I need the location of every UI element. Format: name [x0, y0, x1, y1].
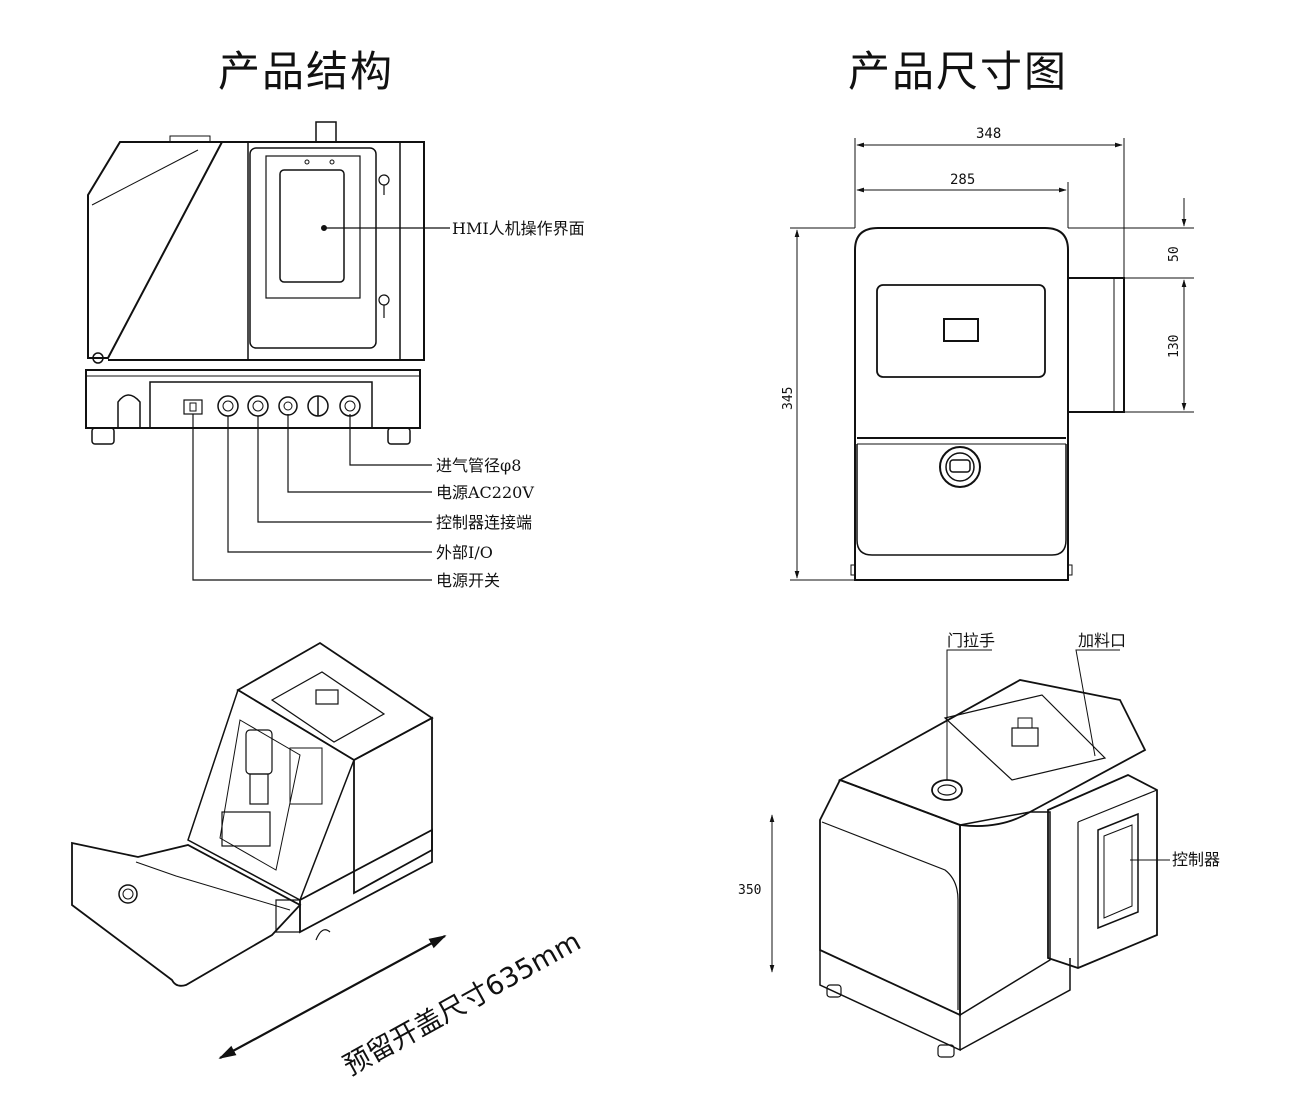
label-door-handle: 门拉手 [947, 631, 995, 650]
front-dimension-view [790, 138, 1194, 581]
callout-power-switch: 电源开关 [436, 571, 500, 590]
clearance-note: 预留开盖尺寸635mm [338, 926, 586, 1082]
dimension-title: 产品尺寸图 [848, 47, 1069, 96]
structure-title: 产品结构 [218, 47, 395, 96]
structure-side-view [85, 121, 450, 581]
label-feed-port: 加料口 [1078, 631, 1126, 650]
iso-open-view [71, 641, 447, 1059]
iso-closed-view [769, 649, 1170, 1058]
label-controller: 控制器 [1172, 850, 1220, 869]
dim-iso-height: 350 [738, 883, 761, 898]
dim-offset-top: 50 [1167, 246, 1182, 262]
dim-overall-width: 348 [976, 126, 1001, 142]
callout-external-io: 外部I/O [436, 543, 493, 562]
dim-height: 345 [781, 387, 796, 410]
callout-hmi: HMI人机操作界面 [452, 219, 585, 238]
callout-controller-port: 控制器连接端 [436, 513, 532, 532]
callout-air-inlet: 进气管径φ8 [436, 456, 521, 475]
dim-body-width: 285 [950, 172, 975, 188]
dim-controller-height: 130 [1167, 335, 1182, 358]
callout-power: 电源AC220V [436, 483, 534, 502]
